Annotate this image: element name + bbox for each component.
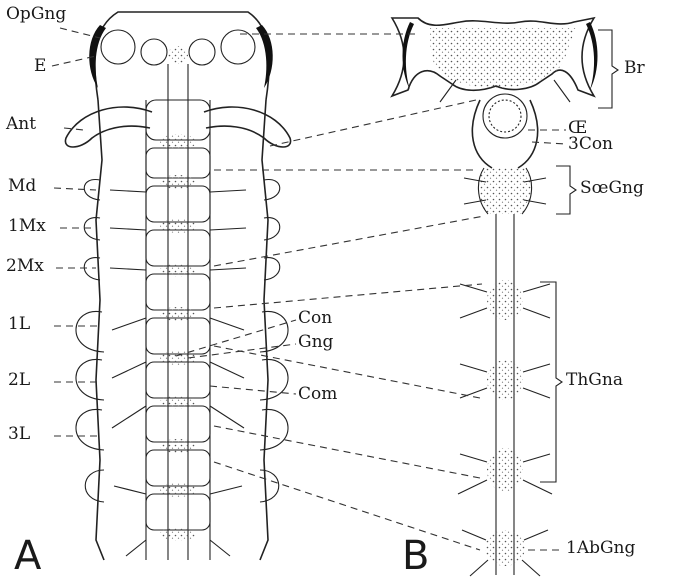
label-first-leg: 1L [8,316,30,333]
thoracic-ganglia-b [487,280,523,492]
lateral-nerves-a [110,190,246,556]
label-first-maxilla: 1Mx [8,218,46,235]
label-connective: Con [298,310,332,327]
brackets [540,30,618,482]
label-mandible: Md [8,178,36,195]
label-ganglion: Gng [298,334,333,351]
brain-eye-right [586,22,598,90]
ganglia-a [160,134,196,541]
label-first-abdominal-ganglion: 1AbGng [566,540,635,557]
label-second-maxilla: 2Mx [6,258,44,275]
antenna-right [204,107,291,147]
label-second-leg: 2L [8,372,30,389]
label-suboesophageal-ganglion: SœGng [580,180,644,197]
panel-a-letter: A [14,536,41,576]
label-third-connective: 3Con [568,136,613,153]
side-nerves-b [440,80,570,576]
bracket-br [598,30,618,108]
label-third-leg: 3L [8,426,30,443]
label-eye: E [34,58,46,75]
panel-b-drawing [392,18,598,576]
oesophagus [483,94,527,138]
label-antenna: Ant [6,116,36,133]
label-thoracic-ganglia: ThGna [566,372,623,389]
label-commissure: Com [298,386,337,403]
optic-ganglion-left [101,30,135,64]
bracket-thgna [540,282,562,482]
brain-fill [430,28,576,88]
abdominal-ganglion-b [485,530,525,566]
brain-center [168,46,188,64]
label-optic-ganglion: OpGng [6,6,66,23]
optic-ganglion-right [221,30,255,64]
body-outline [96,100,104,560]
antenna-left [65,107,152,147]
bracket-sognd [556,166,576,214]
circumoesophageal-connective [472,100,537,168]
suboesophageal-ganglion [478,168,531,214]
label-brain: Br [624,60,645,77]
panel-a-drawing [65,12,290,560]
panel-b-letter: B [402,536,429,576]
brain-lobe-right [189,39,215,65]
brain-lobe-left [141,39,167,65]
